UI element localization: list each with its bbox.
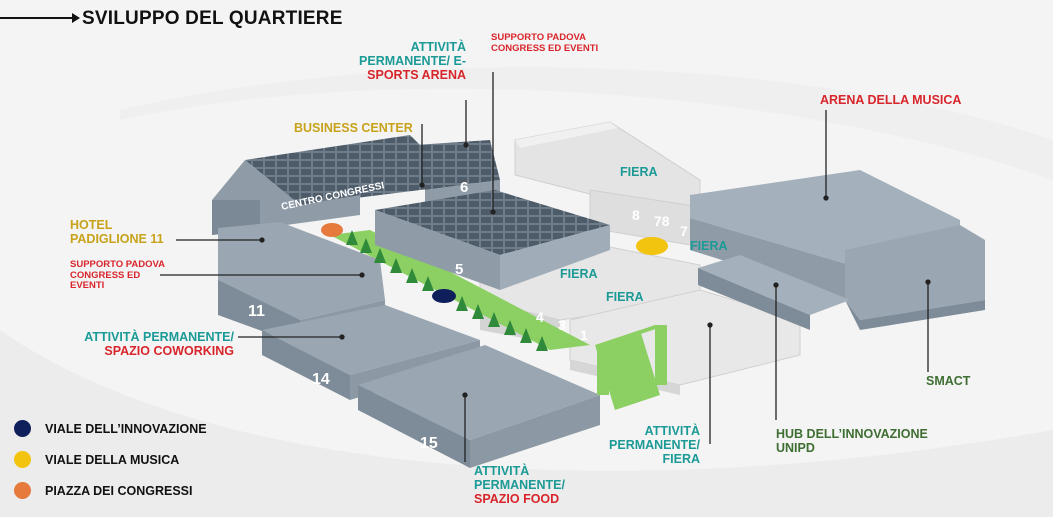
pavilion-5-number: 5 (455, 261, 463, 278)
label-hotel: HOTEL PADIGLIONE 11 (70, 218, 164, 246)
fiera-label-top: FIERA (620, 165, 658, 179)
pavilion-15 (358, 345, 600, 440)
legend-label: VIALE DELLA MUSICA (45, 452, 180, 467)
pavilion-8-number: 8 (632, 207, 640, 223)
label-supporto-left: SUPPORTO PADOVA CONGRESS ED EVENTI (70, 259, 165, 292)
pavilion-5-building (375, 210, 500, 290)
pavilion-78-number: 78 (654, 213, 670, 229)
label-hub: HUB DELL’INNOVAZIONE UNIPD (776, 427, 928, 455)
piazza-congressi-marker (321, 223, 343, 237)
callout-lines (160, 72, 931, 462)
background-swoosh (0, 330, 1053, 517)
label-smact: SMACT (926, 374, 971, 388)
viale-innovazione-marker (432, 289, 456, 303)
legend-viale-innovazione: VIALE DELL’INNOVAZIONE (14, 420, 207, 437)
centro-congressi-roof (245, 135, 460, 205)
viale-musica-marker (636, 237, 668, 255)
entrance-frame (597, 345, 609, 395)
pavilion-15-number: 15 (420, 435, 438, 452)
label-attivita-fiera: ATTIVITÀ PERMANENTE/ FIERA (609, 424, 700, 466)
page-title: SVILUPPO DEL QUARTIERE (82, 8, 343, 29)
pavilion-6 (415, 140, 500, 190)
smact-building (845, 225, 985, 320)
pavilion-11 (218, 222, 385, 320)
label-coworking: ATTIVITÀ PERMANENTE/ SPAZIO COWORKING (84, 330, 234, 358)
pavilion-7-number: 7 (680, 223, 688, 239)
pavilion-11-number: 11 (248, 303, 265, 320)
legend-viale-musica: VIALE DELLA MUSICA (14, 451, 179, 468)
pavilion-4-number: 4 (536, 309, 544, 325)
label-supporto-top: SUPPORTO PADOVA CONGRESS ED EVENTI (491, 32, 599, 54)
title-arrow-icon (0, 13, 80, 23)
pavilion-14 (262, 305, 480, 375)
orange-dot-icon (14, 482, 31, 499)
pavilion-6-number: 6 (460, 179, 468, 196)
yellow-dot-icon (14, 451, 31, 468)
label-business-center: BUSINESS CENTER (294, 121, 413, 135)
legend-label: VIALE DELL’INNOVAZIONE (45, 421, 207, 436)
arena-musica-building (690, 218, 850, 300)
green-avenue (330, 230, 590, 350)
legend-piazza-congressi: PIAZZA DEI CONGRESSI (14, 482, 192, 499)
fiera-label-front: FIERA (606, 290, 644, 304)
legend-label: PIAZZA DEI CONGRESSI (45, 483, 193, 498)
fiera-label-mid: FIERA (560, 267, 598, 281)
fiera-label-right: FIERA (690, 239, 728, 253)
navy-dot-icon (14, 420, 31, 437)
pavilion-3-number: 3 (558, 317, 566, 333)
label-food: ATTIVITÀ PERMANENTE/ SPAZIO FOOD (474, 464, 565, 506)
pavilion-1-number: 1 (580, 327, 588, 343)
pavilion-14-number: 14 (312, 371, 330, 388)
label-arena-musica: ARENA DELLA MUSICA (820, 93, 962, 107)
label-esports: ATTIVITÀ PERMANENTE/ E- SPORTS ARENA (359, 40, 466, 82)
trees (346, 230, 548, 351)
pavilion-5-roof (375, 190, 610, 255)
